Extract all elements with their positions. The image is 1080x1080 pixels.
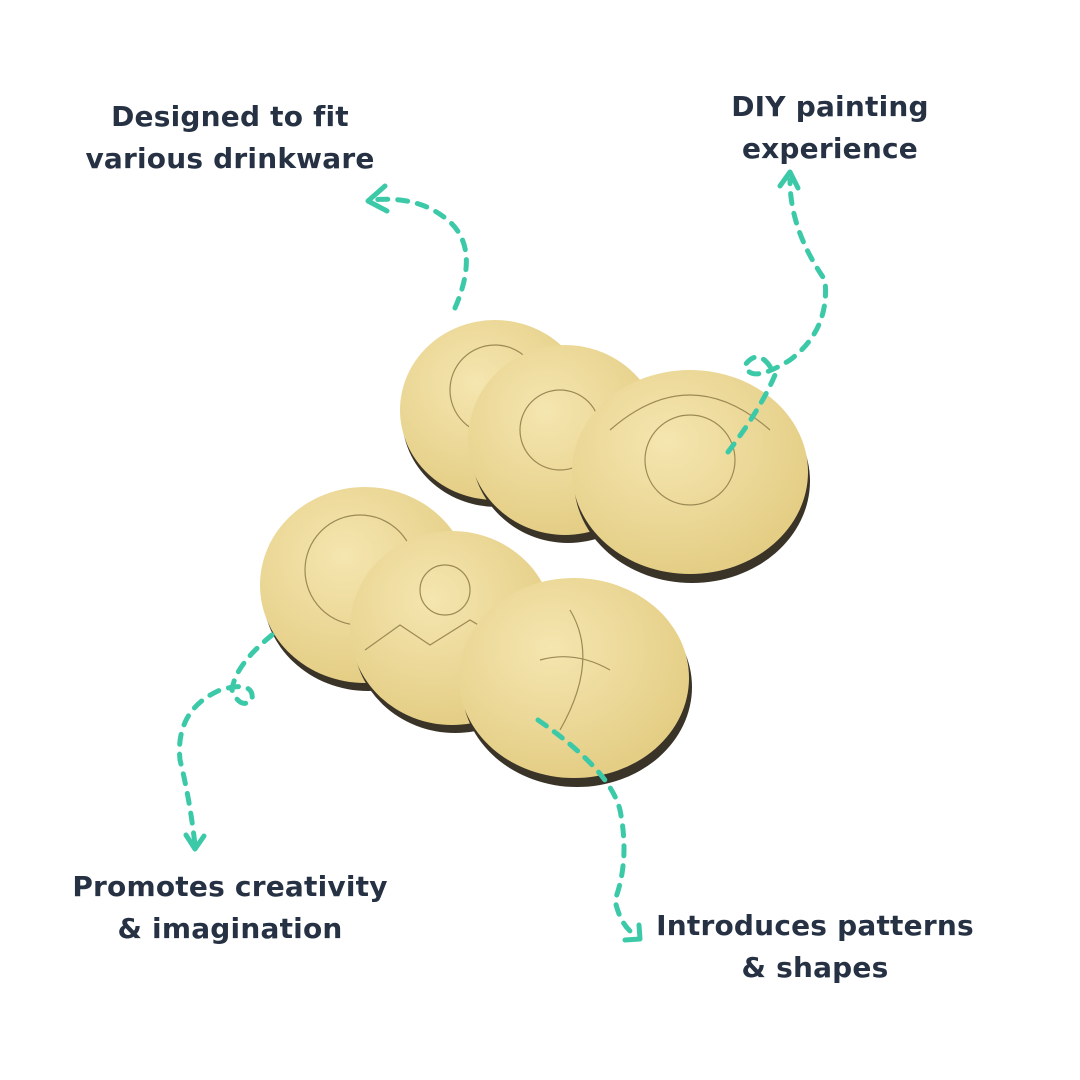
callout-line: Promotes creativity bbox=[72, 870, 388, 903]
callout-diy-painting: DIY painting experience bbox=[680, 86, 980, 170]
arrow-bottom-left bbox=[177, 632, 275, 848]
arrowhead-down-icon bbox=[183, 832, 207, 852]
callout-line: Designed to fit bbox=[111, 100, 349, 133]
callout-promotes-creativity: Promotes creativity & imagination bbox=[50, 866, 410, 950]
arrowhead-left-icon bbox=[365, 183, 390, 214]
coaster-hanuman bbox=[459, 578, 692, 787]
arrow-top-left bbox=[369, 196, 469, 311]
callout-line: experience bbox=[741, 132, 918, 165]
arrowhead-down-right-icon bbox=[622, 922, 643, 943]
dashed-arrows bbox=[177, 177, 829, 938]
arrowheads bbox=[183, 169, 801, 943]
callout-introduces-patterns: Introduces patterns & shapes bbox=[640, 905, 990, 989]
callout-designed-to-fit: Designed to fit various drinkware bbox=[70, 96, 390, 180]
callout-line: & shapes bbox=[741, 951, 889, 984]
arrow-top-right bbox=[725, 177, 829, 455]
callout-line: Introduces patterns bbox=[656, 909, 974, 942]
callout-line: various drinkware bbox=[85, 142, 375, 175]
callout-line: & imagination bbox=[117, 912, 343, 945]
coaster-durga bbox=[572, 370, 810, 583]
callout-line: DIY painting bbox=[731, 90, 929, 123]
arrowhead-up-icon bbox=[777, 169, 801, 191]
arrow-bottom-right bbox=[535, 717, 638, 938]
